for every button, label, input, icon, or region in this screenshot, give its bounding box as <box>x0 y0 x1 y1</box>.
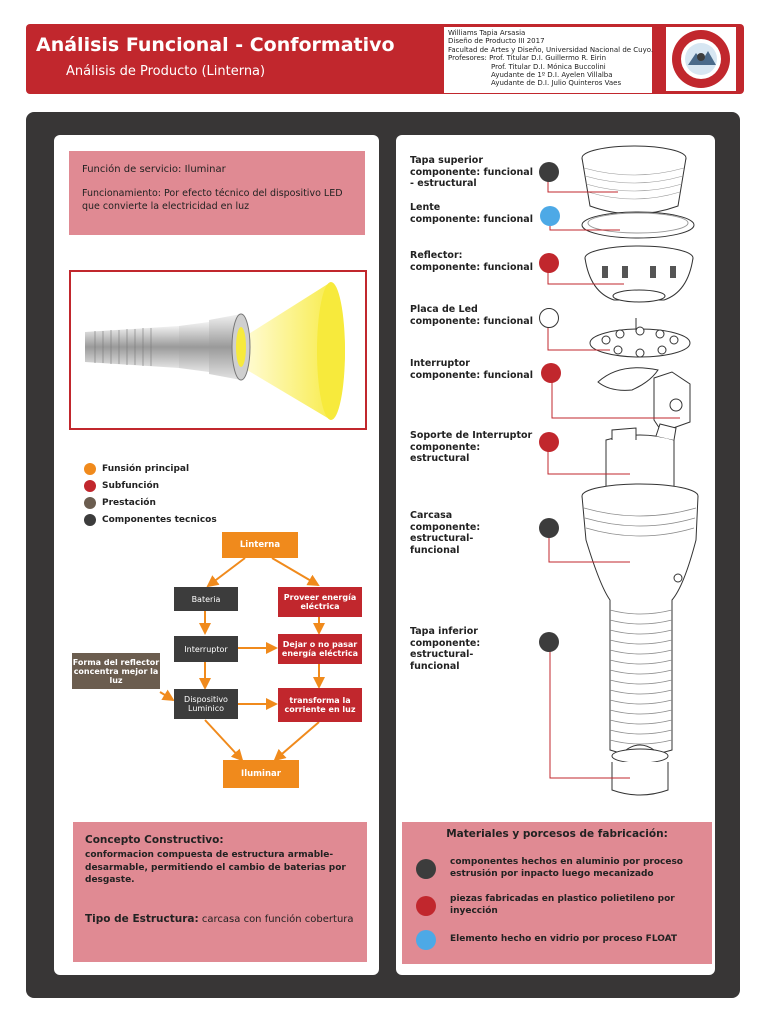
material-item: componentes hechos en aluminio por proce… <box>450 857 683 879</box>
component-name: Interruptor <box>410 358 470 369</box>
component-type: componente: funcional <box>410 261 533 273</box>
material-dot <box>416 930 436 950</box>
legend-label: Componentes tecnicos <box>102 515 217 525</box>
component-dot <box>541 363 561 383</box>
materials-box <box>402 822 712 964</box>
component-dot <box>539 308 559 328</box>
component-label: Interruptor componente: funcional <box>410 358 540 381</box>
structure-type: Tipo de Estructura: carcasa con función … <box>85 913 355 926</box>
component-label: Tapa inferior componente: estructural-fu… <box>410 626 520 672</box>
material-item: piezas fabricadas en plastico polietilen… <box>450 894 675 916</box>
node-interruptor: Interruptor <box>174 636 238 662</box>
university-seal-icon <box>666 27 736 91</box>
operation-text: Funcionamiento: Por efecto técnico del d… <box>82 187 352 213</box>
flashlight-illustration <box>69 270 367 430</box>
service-function: Función de servicio: Iluminar <box>82 164 352 176</box>
component-label: Lente componente: funcional <box>410 202 540 225</box>
component-type: componente: funcional <box>410 213 533 225</box>
credit-line: Facultad de Artes y Diseño, Universidad … <box>448 45 654 54</box>
component-label: Soporte de Interruptor componente: estru… <box>410 430 540 465</box>
node-linterna: Linterna <box>222 532 298 558</box>
structure-type-value: carcasa con función cobertura <box>201 914 354 925</box>
service-value: Iluminar <box>184 164 226 175</box>
component-name: Placa de Led <box>410 304 478 315</box>
legend-swatch <box>84 514 96 526</box>
component-type: componente: estructural-funcional <box>410 637 481 672</box>
component-name: Tapa superior <box>410 155 483 166</box>
component-name: Lente <box>410 202 441 213</box>
component-type: componente: funcional <box>410 315 533 327</box>
function-box <box>69 151 365 235</box>
component-dot <box>539 518 559 538</box>
component-dot <box>539 432 559 452</box>
credit-line: Ayudante de 1º D.I. Ayelen Villalba <box>491 71 613 80</box>
component-type: componente: funcional - estructural <box>410 166 533 190</box>
legend-swatch <box>84 497 96 509</box>
node-bateria: Bateria <box>174 587 238 611</box>
component-type: componente: estructural-funcional <box>410 521 481 556</box>
concept-body: conformacion compuesta de estructura arm… <box>85 850 346 885</box>
node-forma: Forma del reflector concentra mejor la l… <box>72 653 160 689</box>
material-item: Elemento hecho en vidrio por proceso FLO… <box>450 934 678 944</box>
component-name: Soporte de Interruptor <box>410 430 533 441</box>
legend-swatch <box>84 463 96 475</box>
component-label: Reflector: componente: funcional <box>410 250 540 273</box>
page-subtitle: Análisis de Producto (Linterna) <box>66 64 266 79</box>
legend-label: Funsión principal <box>102 464 190 474</box>
component-type: componente: funcional <box>410 369 533 381</box>
component-dot <box>539 162 559 182</box>
material-dot <box>416 896 436 916</box>
component-name: Reflector: <box>410 250 463 261</box>
component-type: componente: estructural <box>410 441 481 465</box>
materials-title: Materiales y porcesos de fabricación: <box>446 828 668 840</box>
material-dot <box>416 859 436 879</box>
service-label: Función de servicio: <box>82 164 182 175</box>
node-transforma: transforma la corriente en luz <box>278 688 362 722</box>
component-dot <box>540 206 560 226</box>
operation-value: Por efecto técnico del dispositivo LED q… <box>82 188 343 212</box>
node-proveer: Proveer energía eléctrica <box>278 587 362 617</box>
node-dejar: Dejar o no pasar energía eléctrica <box>278 634 362 664</box>
page-title: Análisis Funcional - Conformativo <box>36 34 395 56</box>
credit-line: Diseño de Producto III 2017 <box>448 37 545 46</box>
component-dot <box>539 632 559 652</box>
concept-box <box>73 822 367 962</box>
node-dispositivo: Dispositivo Luminico <box>174 689 238 719</box>
structure-type-label: Tipo de Estructura: <box>85 913 199 925</box>
component-label: Tapa superior componente: funcional - es… <box>410 155 540 190</box>
component-label: Carcasa componente: estructural-funciona… <box>410 510 520 556</box>
legend-label: Subfunción <box>102 481 160 491</box>
component-dot <box>539 253 559 273</box>
component-name: Carcasa <box>410 510 453 521</box>
node-iluminar: Iluminar <box>223 760 299 788</box>
legend-swatch <box>84 480 96 492</box>
credits-box: Williams Tapia Arsasia Diseño de Product… <box>444 27 654 93</box>
concept-title: Concepto Constructivo: <box>85 834 224 846</box>
component-name: Tapa inferior <box>410 626 478 637</box>
operation-label: Funcionamiento: <box>82 188 162 199</box>
credit-line: Williams Tapia Arsasia <box>448 29 526 37</box>
credit-line: Ayudante de D.I. Julio Quinteros Vaes <box>491 79 622 88</box>
component-label: Placa de Led componente: funcional <box>410 304 540 327</box>
legend-label: Prestación <box>102 498 156 508</box>
credit-line: Profesores: Prof. Titular D.I. Guillermo… <box>448 54 607 63</box>
credit-line: Prof. Titular D.I. Mónica Buccolini <box>491 62 606 71</box>
